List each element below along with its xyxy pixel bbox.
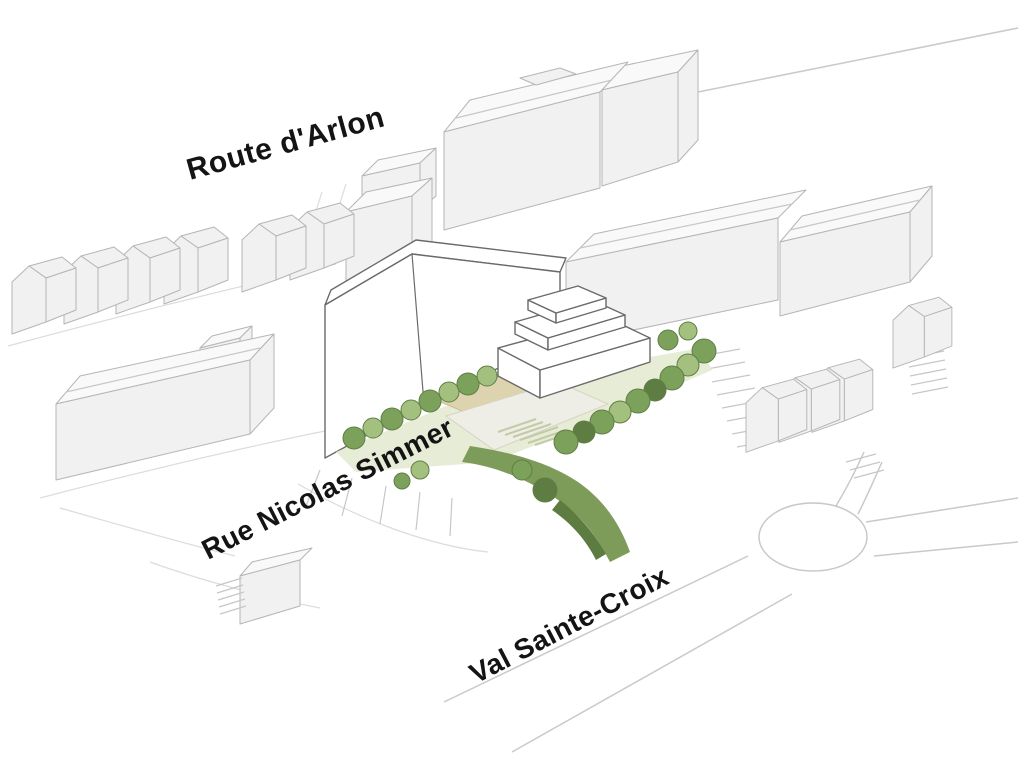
slope-hatch-marks	[305, 469, 453, 537]
road-edge-east	[865, 497, 1019, 523]
street-edge-rue-simmer	[39, 429, 331, 499]
tree	[691, 338, 717, 364]
terrain-contour	[59, 507, 236, 557]
tree	[410, 460, 430, 480]
stairs-hatch-east	[907, 350, 949, 395]
tree	[400, 399, 422, 421]
crosswalk-marks	[845, 453, 885, 479]
courtyard	[444, 381, 610, 451]
tree	[657, 329, 679, 351]
tree	[553, 429, 579, 455]
street-label-val-sainte-croix: Val Sainte-Croix	[464, 560, 673, 689]
stairs-hatch-southwest	[215, 577, 247, 615]
green-path-core	[552, 500, 606, 560]
tree	[532, 477, 558, 503]
tree	[418, 389, 442, 413]
green-path-ribbon	[462, 446, 630, 562]
road-edge-north	[857, 461, 883, 515]
project-facade-fold	[411, 253, 425, 405]
gabled-house-east	[892, 296, 953, 369]
gabled-house-row-southeast	[745, 358, 874, 453]
building-block-west	[55, 333, 275, 481]
road-edge-val-sainte-croix	[443, 555, 749, 703]
road-edge-east	[873, 541, 1019, 557]
roundabout-island	[758, 502, 868, 572]
tree	[476, 365, 498, 387]
tree	[676, 353, 700, 377]
road-edge-top-right	[687, 27, 1019, 95]
rooftop-box	[519, 67, 577, 86]
tree	[362, 417, 384, 439]
project-stepped-building	[497, 285, 651, 399]
road-edge-north	[835, 451, 865, 507]
tree	[511, 459, 533, 481]
gabled-house-row-northwest	[11, 202, 355, 335]
road-edge-val-sainte-croix	[511, 593, 793, 753]
tree	[342, 426, 366, 450]
tree	[625, 388, 651, 414]
tree	[678, 321, 698, 341]
retaining-wall-line	[297, 483, 489, 553]
structure-southwest	[215, 547, 313, 625]
tree	[589, 409, 615, 435]
street-label-route-d-arlon: Route d'Arlon	[183, 101, 388, 187]
building-block-north-b	[601, 49, 699, 187]
gabled-house	[745, 378, 808, 453]
building-block-far-east	[779, 185, 933, 317]
tree	[393, 472, 411, 490]
tree	[456, 372, 480, 396]
tree	[438, 381, 460, 403]
tree	[380, 407, 404, 431]
landscape-trees	[342, 321, 717, 503]
tree	[643, 378, 667, 402]
building-block-north-a	[443, 61, 629, 231]
tree	[659, 365, 685, 391]
gabled-house	[241, 214, 307, 293]
